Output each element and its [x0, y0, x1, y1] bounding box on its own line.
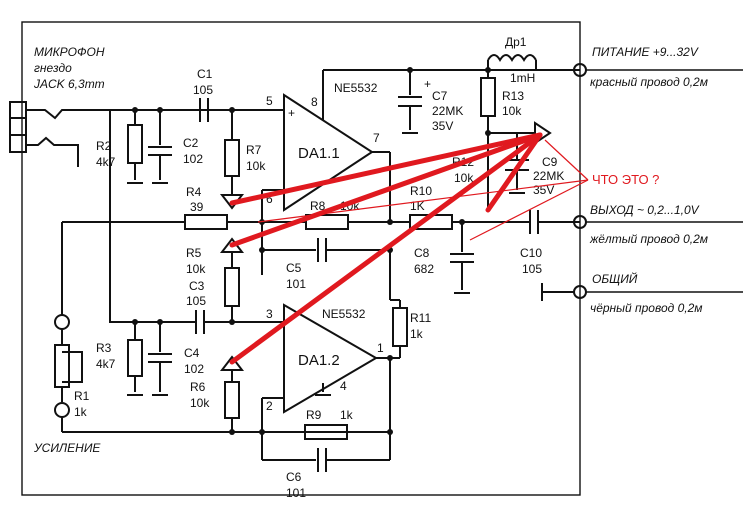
r4-name: R4	[186, 185, 202, 199]
pin-1: 1	[377, 341, 384, 355]
c4-value: 102	[184, 362, 204, 376]
r1-value: 1k	[74, 405, 88, 419]
r11-name: R11	[410, 311, 431, 325]
mic-socket-label: гнездо	[34, 61, 72, 75]
c2-name: C2	[183, 136, 199, 150]
pin-4: 4	[340, 379, 347, 393]
c2-value: 102	[183, 152, 203, 166]
capacitor-c6	[262, 448, 390, 472]
power-wire-label: красный провод 0,2м	[590, 75, 708, 89]
r12-value: 10k	[454, 171, 474, 185]
dr1-name: Др1	[505, 35, 527, 49]
r1-name: R1	[74, 389, 90, 403]
output-wire-label: жёлтый провод 0,2м	[589, 232, 708, 246]
c1-value: 105	[193, 83, 213, 97]
output-label: ВЫХОД ~ 0,2...1,0V	[590, 203, 700, 217]
common-wire-label: чёрный провод 0,2м	[590, 301, 703, 315]
pin-2: 2	[266, 399, 273, 413]
lower-input-network	[109, 300, 284, 435]
resistor-r11	[390, 299, 408, 359]
r5-name: R5	[186, 246, 202, 260]
r6-value: 10k	[190, 396, 210, 410]
resistor-r9	[304, 424, 348, 440]
opamp-da12	[259, 250, 393, 460]
da12-name: DA1.2	[298, 352, 340, 369]
r10-name: R10	[410, 184, 432, 198]
pin-7: 7	[373, 131, 380, 145]
pin-5: 5	[266, 94, 273, 108]
c5-value: 101	[286, 277, 306, 291]
r5-value: 10k	[186, 262, 206, 276]
gain-potentiometer-r1	[54, 314, 390, 433]
c1-name: C1	[197, 67, 213, 81]
terminals	[541, 63, 743, 301]
c7-value: 22MK	[432, 104, 463, 118]
c7-voltage: 35V	[432, 119, 453, 133]
r7-name: R7	[246, 143, 262, 157]
r3-name: R3	[96, 341, 112, 355]
r2-value: 4k7	[96, 155, 116, 169]
c8-name: C8	[414, 246, 430, 260]
board-outline	[21, 21, 581, 496]
da11-plus: +	[288, 106, 295, 120]
c6-value: 101	[286, 486, 306, 500]
svg-text:+: +	[424, 77, 431, 91]
da12-type: NE5532	[322, 307, 366, 321]
question-label: ЧТО ЭТО ?	[592, 172, 659, 187]
pin-8: 8	[311, 95, 318, 109]
r3-value: 4k7	[96, 357, 116, 371]
r13-name: R13	[502, 89, 524, 103]
r8-name: R8	[310, 199, 326, 213]
c3-name: C3	[189, 279, 205, 293]
c10-name: C10	[520, 246, 542, 260]
r9-name: R9	[306, 408, 322, 422]
capacitor-c5	[259, 238, 393, 262]
pin-6: 6	[266, 192, 273, 206]
resistor-r5	[219, 237, 245, 322]
c5-name: C5	[286, 261, 302, 275]
power-label: ПИТАНИЕ +9...32V	[592, 45, 699, 59]
da11-type: NE5532	[334, 81, 378, 95]
r2-name: R2	[96, 139, 112, 153]
c6-name: C6	[286, 470, 302, 484]
capacitor-c8	[450, 222, 474, 294]
c3-value: 105	[186, 294, 206, 308]
r13-value: 10k	[502, 104, 522, 118]
r6-name: R6	[190, 380, 206, 394]
c9-value: 22MK	[533, 169, 564, 183]
pin-3: 3	[266, 307, 273, 321]
c10-value: 105	[522, 262, 542, 276]
c9-name: C9	[542, 155, 558, 169]
r4-value: 39	[190, 200, 204, 214]
mic-title: МИКРОФОН	[34, 45, 105, 59]
upper-input-network	[77, 98, 284, 300]
r9-value: 1k	[340, 408, 354, 422]
red-annotation: ЧТО ЭТО ?	[229, 132, 659, 365]
c8-value: 682	[414, 262, 434, 276]
c7-name: C7	[432, 89, 448, 103]
r11-value: 1k	[410, 327, 424, 341]
dr1-value: 1mH	[510, 71, 535, 85]
c4-name: C4	[184, 346, 200, 360]
r7-value: 10k	[246, 159, 266, 173]
common-label: ОБЩИЙ	[592, 270, 638, 286]
da11-name: DA1.1	[298, 145, 340, 162]
gain-label: УСИЛЕНИЕ	[33, 441, 101, 455]
mic-jack-label: JACK 6,3mm	[33, 77, 105, 91]
